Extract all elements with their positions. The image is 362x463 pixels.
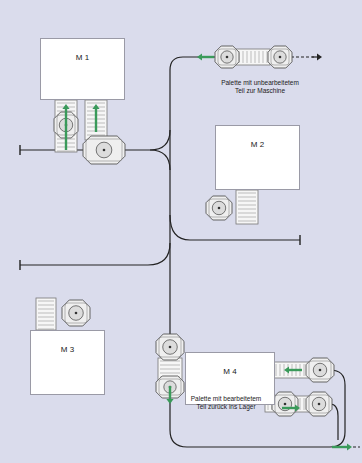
pallet <box>306 392 332 416</box>
pallet <box>83 136 125 164</box>
conveyor <box>85 100 107 140</box>
callout-text: Palette mit bearbeitetem Teil zurück ins… <box>190 395 262 411</box>
conveyor <box>55 100 77 152</box>
track-line <box>291 56 314 57</box>
conveyor <box>236 190 258 224</box>
track-end-stop <box>19 260 20 270</box>
conveyor <box>236 49 270 65</box>
track-line <box>20 243 170 265</box>
machine-label: M 2 <box>216 126 299 149</box>
machine-label: M 1 <box>41 39 124 62</box>
pallet <box>272 392 298 416</box>
machine-label: M 4 <box>186 353 274 376</box>
track-line <box>353 446 360 447</box>
direction-arrow <box>166 386 173 404</box>
conveyor <box>36 298 56 330</box>
pallet <box>306 358 334 382</box>
direction-arrow <box>332 443 352 450</box>
pallet <box>215 46 239 68</box>
direction-arrow <box>62 104 69 150</box>
machine-label: M 3 <box>31 331 104 354</box>
track-end-stop <box>19 145 20 155</box>
machine-box: M 2 <box>215 125 300 190</box>
pallet <box>156 376 184 398</box>
callout-text: Palette mit unbearbeitetem Teil zur Masc… <box>220 79 300 95</box>
track-line <box>170 215 300 240</box>
pallet <box>268 46 292 68</box>
pallet <box>156 334 184 360</box>
machine-box: M 1 <box>40 38 125 100</box>
pallet <box>206 196 232 220</box>
track-line <box>150 150 170 170</box>
direction-arrow <box>312 53 322 60</box>
direction-arrow <box>284 366 302 373</box>
track-line <box>170 57 215 190</box>
track-end-stop <box>299 235 300 245</box>
direction-arrow <box>282 404 300 411</box>
direction-arrow <box>197 53 214 60</box>
machine-box: M 3 <box>30 330 105 395</box>
pallet <box>62 300 90 326</box>
direction-arrow <box>92 104 99 132</box>
